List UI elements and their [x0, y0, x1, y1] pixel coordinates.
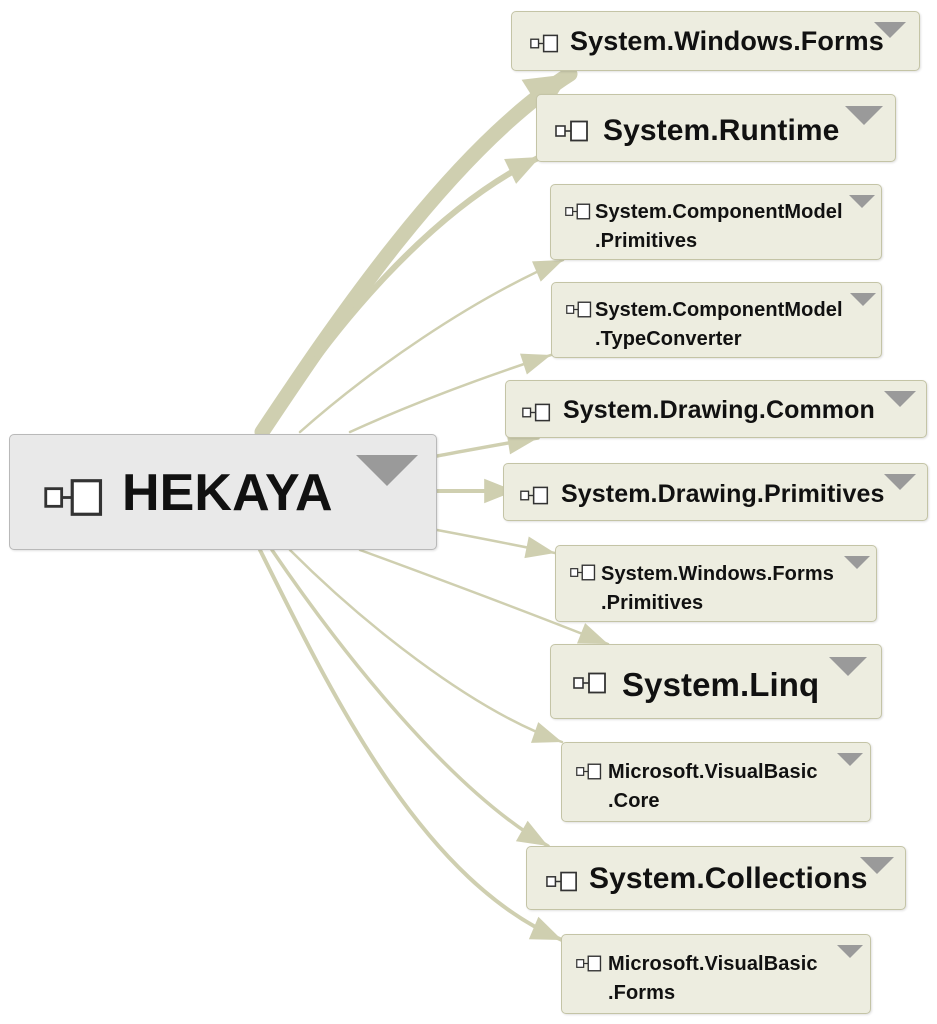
dependency-label: System.Drawing.Common [563, 395, 875, 425]
dependency-node-drawing-primitives[interactable]: System.Drawing.Primitives [503, 463, 928, 521]
dependency-label-line1: System.Runtime [603, 114, 840, 147]
dependency-label: System.Linq [622, 665, 819, 705]
edge-runtime[interactable] [264, 154, 543, 435]
dependency-node-drawing-common[interactable]: System.Drawing.Common [505, 380, 927, 438]
dependency-label-line2: .Primitives [595, 230, 698, 252]
assembly-icon [44, 479, 103, 516]
edge-windows-forms[interactable] [254, 66, 578, 440]
dependency-label: Microsoft.VisualBasic .Core [608, 758, 818, 816]
dependency-label-line1: System.Drawing.Common [563, 396, 875, 424]
dependency-label-line1: System.Drawing.Primitives [561, 480, 885, 508]
dropdown-triangle-icon[interactable] [860, 857, 894, 874]
assembly-icon [555, 120, 588, 142]
edge-visualbasic-core[interactable] [288, 548, 564, 744]
dependency-node-windows-forms-primitives[interactable]: System.Windows.Forms .Primitives [555, 545, 877, 622]
dependency-label-line2: .Core [608, 790, 660, 812]
dependency-label-line2: .Forms [608, 982, 676, 1004]
edge-arrowhead-linq [576, 623, 608, 644]
dropdown-triangle-icon[interactable] [850, 293, 876, 306]
root-node-label: HEKAYA [122, 464, 333, 522]
edge-linq[interactable] [358, 548, 610, 646]
edge-arrowhead-windows-forms-primitives [524, 536, 555, 559]
dependency-node-componentmodel-typeconverter[interactable]: System.ComponentModel .TypeConverter [551, 282, 882, 358]
dependency-label: System.ComponentModel .Primitives [595, 198, 843, 256]
edge-arrowhead-collections [515, 820, 548, 846]
dependency-label-line1: System.Collections [589, 862, 868, 895]
assembly-icon [576, 955, 602, 972]
edge-arrowhead-drawing-primitives [484, 478, 515, 504]
root-node[interactable]: HEKAYA [9, 434, 437, 550]
dropdown-triangle-icon[interactable] [884, 391, 916, 407]
dependency-node-collections[interactable]: System.Collections [526, 846, 906, 910]
assembly-icon [520, 486, 549, 505]
dependency-label-line1: Microsoft.VisualBasic [608, 761, 818, 783]
dependency-label: System.Windows.Forms [570, 25, 884, 57]
dependency-label-line1: System.Windows.Forms [570, 26, 884, 56]
dependency-node-runtime[interactable]: System.Runtime [536, 94, 896, 162]
edge-componentmodel-primitives[interactable] [298, 258, 565, 434]
assembly-icon [566, 301, 592, 318]
edge-arrowhead-componentmodel-primitives [532, 260, 563, 282]
assembly-icon [565, 203, 591, 220]
dropdown-triangle-icon[interactable] [837, 753, 863, 766]
dependency-node-visualbasic-core[interactable]: Microsoft.VisualBasic .Core [561, 742, 871, 822]
dropdown-triangle-icon[interactable] [874, 22, 906, 38]
dependency-node-linq[interactable]: System.Linq [550, 644, 882, 719]
dependency-node-visualbasic-forms[interactable]: Microsoft.VisualBasic .Forms [561, 934, 871, 1014]
dropdown-triangle-icon[interactable] [884, 474, 916, 490]
dependency-node-windows-forms[interactable]: System.Windows.Forms [511, 11, 920, 71]
dropdown-triangle-icon[interactable] [845, 106, 883, 125]
assembly-icon [570, 564, 596, 581]
assembly-icon [530, 34, 559, 53]
dependency-label: System.Drawing.Primitives [561, 479, 884, 509]
dependency-label-line1: System.Linq [622, 666, 820, 703]
edge-arrowhead-visualbasic-core [530, 722, 562, 743]
edge-arrowhead-runtime [504, 157, 540, 184]
edge-collections[interactable] [270, 548, 550, 848]
dropdown-triangle-icon[interactable] [356, 455, 418, 486]
assembly-icon [576, 763, 602, 780]
assembly-icon [546, 871, 577, 892]
dependency-label-line1: System.ComponentModel [595, 299, 843, 321]
dependency-label: System.Collections [589, 861, 868, 897]
dropdown-triangle-icon[interactable] [837, 945, 863, 958]
dependency-label-line1: System.ComponentModel [595, 201, 843, 223]
dependency-node-componentmodel-primitives[interactable]: System.ComponentModel .Primitives [550, 184, 882, 260]
dependency-label-line1: Microsoft.VisualBasic [608, 953, 818, 975]
assembly-icon [522, 403, 551, 422]
edge-visualbasic-forms[interactable] [258, 548, 564, 942]
dropdown-triangle-icon[interactable] [844, 556, 870, 569]
dependency-label: System.ComponentModel .TypeConverter [595, 296, 843, 354]
dropdown-triangle-icon[interactable] [829, 657, 867, 676]
dependency-label: System.Runtime [603, 113, 839, 149]
assembly-icon [573, 672, 606, 694]
dependency-label-line2: .Primitives [601, 592, 704, 614]
dependency-label: Microsoft.VisualBasic .Forms [608, 950, 818, 1008]
dependency-label-line2: .TypeConverter [595, 328, 742, 350]
edge-arrowhead-visualbasic-forms [528, 916, 562, 940]
dropdown-triangle-icon[interactable] [849, 195, 875, 208]
edge-arrowhead-componentmodel-typeconverter [520, 353, 551, 375]
dependency-label-line1: System.Windows.Forms [601, 563, 834, 585]
dependency-label: System.Windows.Forms .Primitives [601, 560, 834, 618]
